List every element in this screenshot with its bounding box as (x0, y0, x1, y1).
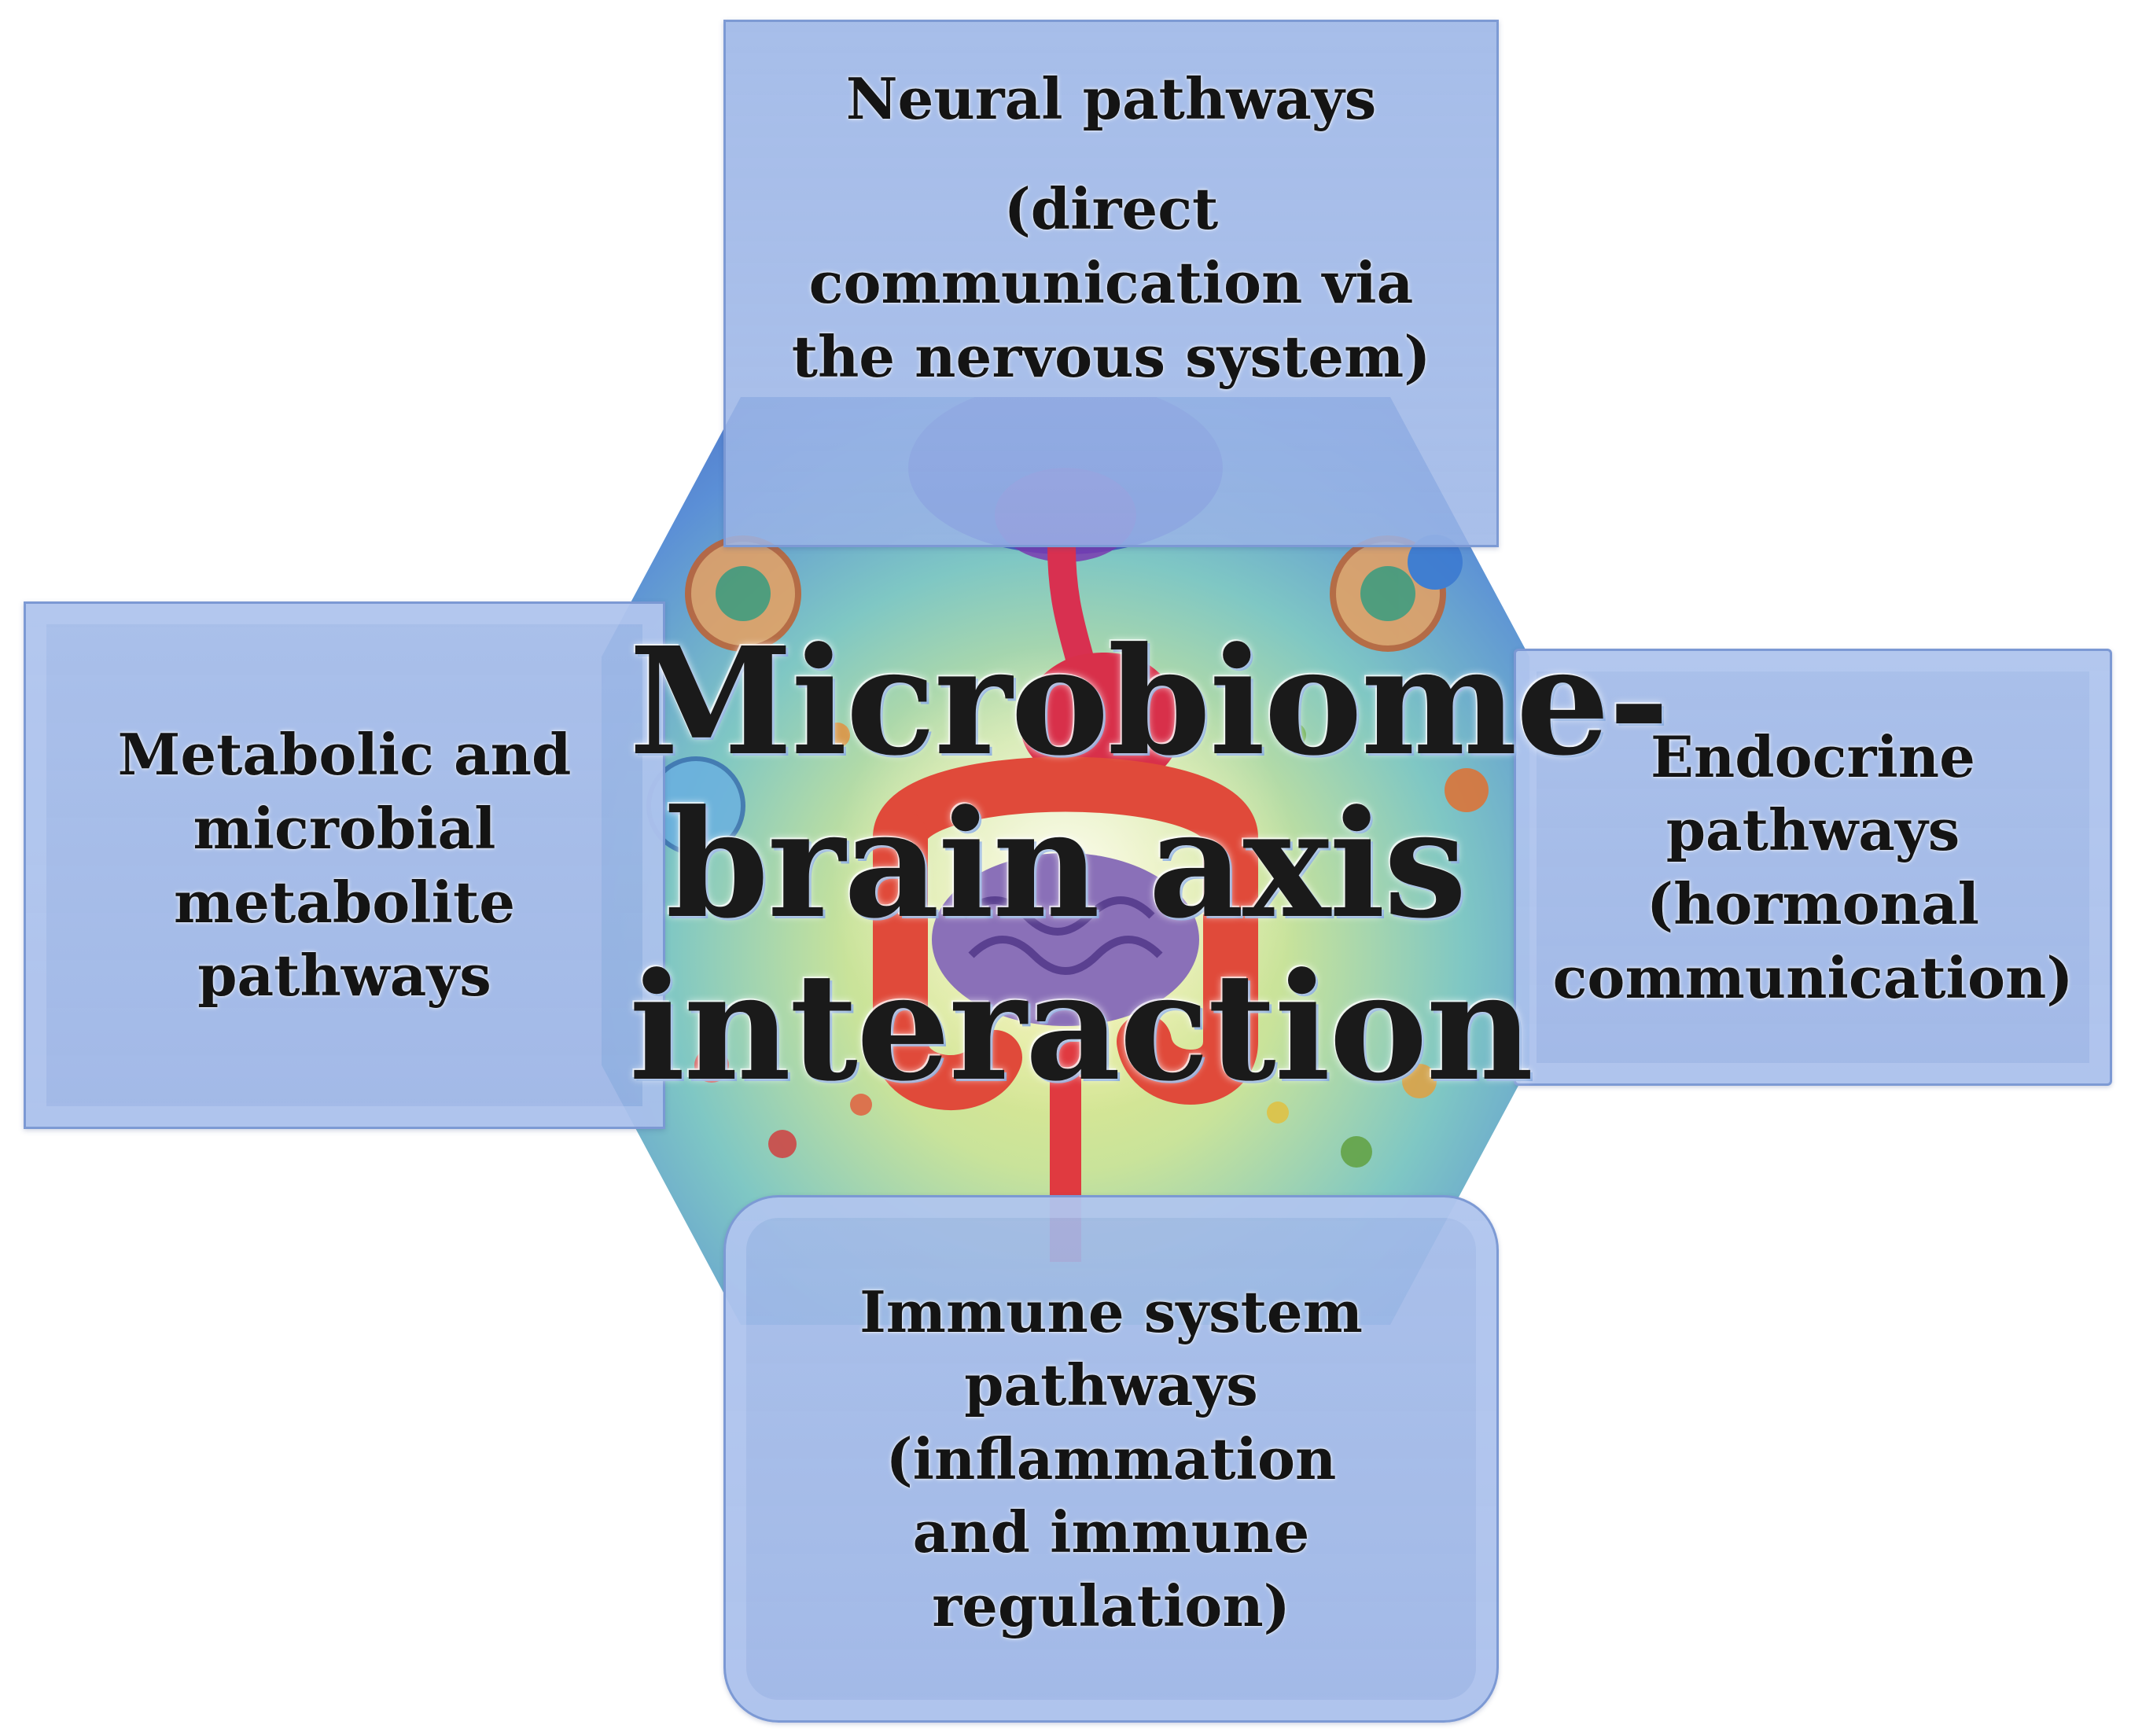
neural-line-2: communication via (808, 248, 1414, 316)
central-title: Microbiome- brain axis interaction (629, 615, 1669, 1114)
metabolic-line-1: Metabolic and (117, 721, 572, 789)
immune-line-4: and immune (912, 1499, 1310, 1566)
metabolic-pathways-label: Metabolic and microbial metabolite pathw… (118, 718, 572, 1012)
immune-line-3: (inflammation (885, 1425, 1337, 1492)
metabolic-line-2: microbial (193, 794, 496, 862)
endocrine-line-2: pathways (1665, 796, 1960, 864)
endocrine-pathways-box: Endocrine pathways (hormonal communicati… (1514, 649, 2112, 1086)
neural-pathways-heading: Neural pathways (845, 65, 1377, 132)
central-title-line-3: interaction (629, 940, 1533, 1114)
neural-pathways-description: (direct communication via the nervous sy… (792, 172, 1431, 393)
neural-line-3: the nervous system) (791, 322, 1431, 390)
metabolic-line-3: metabolite (173, 868, 516, 936)
immune-pathways-label: Immune system pathways (inflammation and… (859, 1275, 1363, 1643)
endocrine-pathways-label: Endocrine pathways (hormonal communicati… (1553, 720, 2074, 1014)
endocrine-line-1: Endocrine (1651, 723, 1975, 790)
metabolic-line-4: pathways (197, 942, 491, 1010)
immune-line-1: Immune system (859, 1278, 1363, 1345)
immune-pathways-box: Immune system pathways (inflammation and… (723, 1195, 1499, 1723)
immune-line-5: regulation) (932, 1572, 1290, 1639)
immune-line-2: pathways (964, 1352, 1258, 1419)
central-title-line-1: Microbiome- (629, 615, 1669, 789)
central-title-line-2: brain axis (665, 777, 1467, 951)
endocrine-line-3: (hormonal (1647, 870, 1979, 937)
metabolic-pathways-box: Metabolic and microbial metabolite pathw… (24, 601, 665, 1129)
neural-line-1: (direct (1003, 175, 1219, 243)
gut-brain-illustration (602, 397, 1529, 1325)
endocrine-line-4: communication) (1552, 943, 2074, 1011)
neural-pathways-box: Neural pathways (direct communication vi… (723, 20, 1499, 547)
